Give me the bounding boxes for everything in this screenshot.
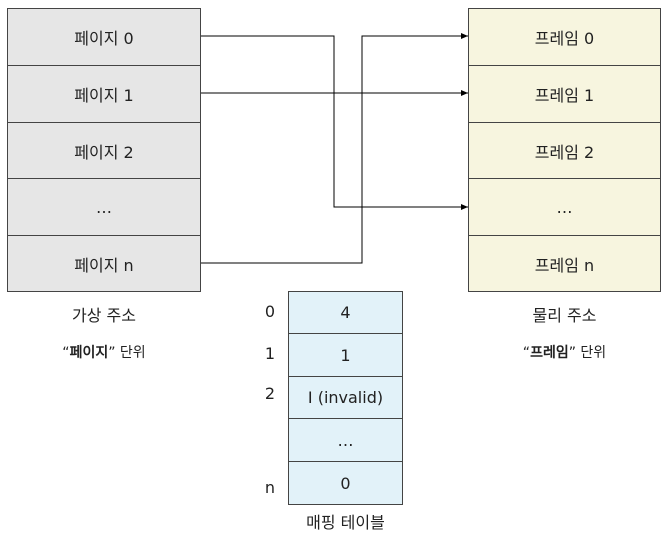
virtual-page-n: 페이지 n: [74, 255, 134, 275]
virtual-unit-suffix: 단위: [115, 345, 146, 361]
physical-unit-suffix: 단위: [575, 345, 607, 361]
virtual-unit-quote-close: ”: [108, 345, 116, 361]
virtual-page-0: 페이지 0: [8, 9, 200, 66]
mapping-entry-1: 1: [289, 334, 402, 377]
physical-memory-column: 프레임 0 프레임 1 프레임 2 … 프레임 n: [468, 8, 661, 292]
physical-frame-2: 프레임 2: [469, 123, 660, 179]
virtual-page-2: 페이지 2: [8, 123, 200, 179]
physical-frame-ellipsis: …: [469, 179, 660, 236]
mapping-table: 4 1 I (invalid) … 0: [288, 291, 403, 505]
physical-unit-quote-close: ”: [568, 345, 576, 361]
mapping-entry-0: 4: [289, 292, 402, 334]
mapping-index-n: n: [264, 478, 276, 497]
virtual-address-caption: 가상 주소: [72, 306, 136, 325]
mapping-entry-ellipsis: …: [289, 419, 402, 462]
mapping-table-caption: 매핑 테이블: [306, 513, 385, 532]
physical-unit-quote-open: “: [522, 345, 531, 361]
virtual-unit-quote-open: “: [62, 345, 70, 361]
mapping-index-1: 1: [264, 344, 276, 363]
physical-frame-0: 프레임 0: [469, 9, 660, 66]
physical-frame-1: 프레임 1: [469, 66, 660, 123]
virtual-page-ellipsis: …: [8, 179, 200, 236]
virtual-unit-caption: “페이지” 단위: [7, 342, 201, 362]
physical-unit-caption: “프레임” 단위: [468, 342, 661, 362]
mapping-entry-2: I (invalid): [289, 377, 402, 419]
mapping-index-2: 2: [264, 384, 276, 403]
virtual-page-1: 페이지 1: [8, 66, 200, 123]
physical-address-caption: 물리 주소: [532, 306, 597, 325]
physical-unit-bold: 프레임: [530, 345, 569, 361]
physical-frame-n: 프레임 n: [534, 255, 595, 275]
arrow-pagen-to-frame0: [201, 33, 468, 264]
mapping-index-0: 0: [264, 302, 276, 321]
mapping-entry-n: 0: [340, 473, 351, 493]
arrow-page0-to-frame-ellipsis: [201, 35, 468, 210]
virtual-memory-column: 페이지 0 페이지 1 페이지 2 … 페이지 n: [7, 8, 201, 292]
virtual-unit-bold: 페이지: [69, 345, 109, 361]
